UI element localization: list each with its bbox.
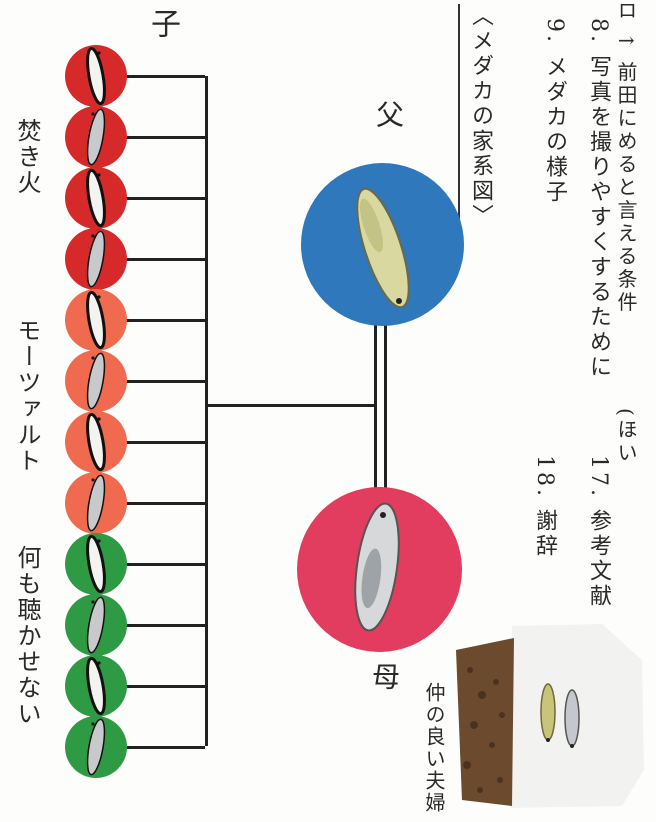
child-circle — [65, 472, 127, 534]
child-fish — [65, 289, 127, 351]
child-branch-line — [125, 380, 205, 383]
father-label: 父 — [368, 100, 408, 130]
toc-item-9: 9. メダカの様子 — [538, 18, 570, 205]
child-circle — [65, 350, 127, 412]
mother-circle — [297, 487, 462, 652]
child-fish — [65, 533, 127, 595]
child-circle — [65, 533, 127, 595]
mother-fish — [297, 487, 462, 652]
child-branch-line — [125, 319, 205, 322]
toc-item-18: 18. 謝辞 — [528, 455, 560, 559]
father-circle — [301, 163, 464, 326]
toc-item-8: 8. 写真を撮りやすくするために — [582, 18, 614, 380]
child-fish — [65, 716, 127, 778]
group-label-silence: 何も聴かせない — [10, 545, 45, 727]
child-circle — [65, 45, 127, 107]
child-circle — [65, 716, 127, 778]
child-fish — [65, 655, 127, 717]
child-fish — [65, 594, 127, 656]
child-circle — [65, 411, 127, 473]
child-branch-line — [125, 136, 205, 139]
father-fish — [301, 163, 464, 326]
group-label-mozart: モーツァルト — [10, 318, 45, 474]
child-branch-line — [125, 75, 205, 78]
child-branch-line — [125, 685, 205, 688]
children-label: 子 — [140, 8, 184, 40]
child-circle — [65, 167, 127, 229]
child-circle — [65, 655, 127, 717]
child-branch-line — [125, 197, 205, 200]
child-circle — [65, 289, 127, 351]
child-branch-line — [125, 502, 205, 505]
child-fish — [65, 45, 127, 107]
child-fish — [65, 472, 127, 534]
child-fish — [65, 106, 127, 168]
parent-connector-line — [205, 404, 377, 407]
child-circle — [65, 228, 127, 290]
child-circle — [65, 594, 127, 656]
couple-photo-image — [452, 620, 648, 810]
child-fish — [65, 411, 127, 473]
spine-line — [205, 76, 208, 746]
marriage-line-right — [384, 322, 387, 494]
toc-item-17: 17. 参考文献 — [582, 455, 614, 609]
group-label-bonfire: 焚き火 — [10, 118, 45, 196]
mother-label: 母 — [364, 662, 404, 692]
child-branch-line — [125, 563, 205, 566]
child-branch-line — [125, 624, 205, 627]
child-circle — [65, 106, 127, 168]
child-fish — [65, 228, 127, 290]
couple-photo-caption: 仲の良い夫婦 — [420, 682, 449, 814]
child-branch-line — [125, 441, 205, 444]
child-fish — [65, 350, 127, 412]
child-branch-line — [125, 746, 205, 749]
marriage-line-left — [374, 322, 377, 494]
toc-item-partial-2: (ほい — [612, 408, 641, 465]
child-fish — [65, 167, 127, 229]
toc-item-partial-1: ロ ↑ 前田にめると言える条件 — [612, 0, 641, 314]
couple-photo: 仲の良い夫婦 — [452, 620, 648, 810]
child-branch-line — [125, 258, 205, 261]
